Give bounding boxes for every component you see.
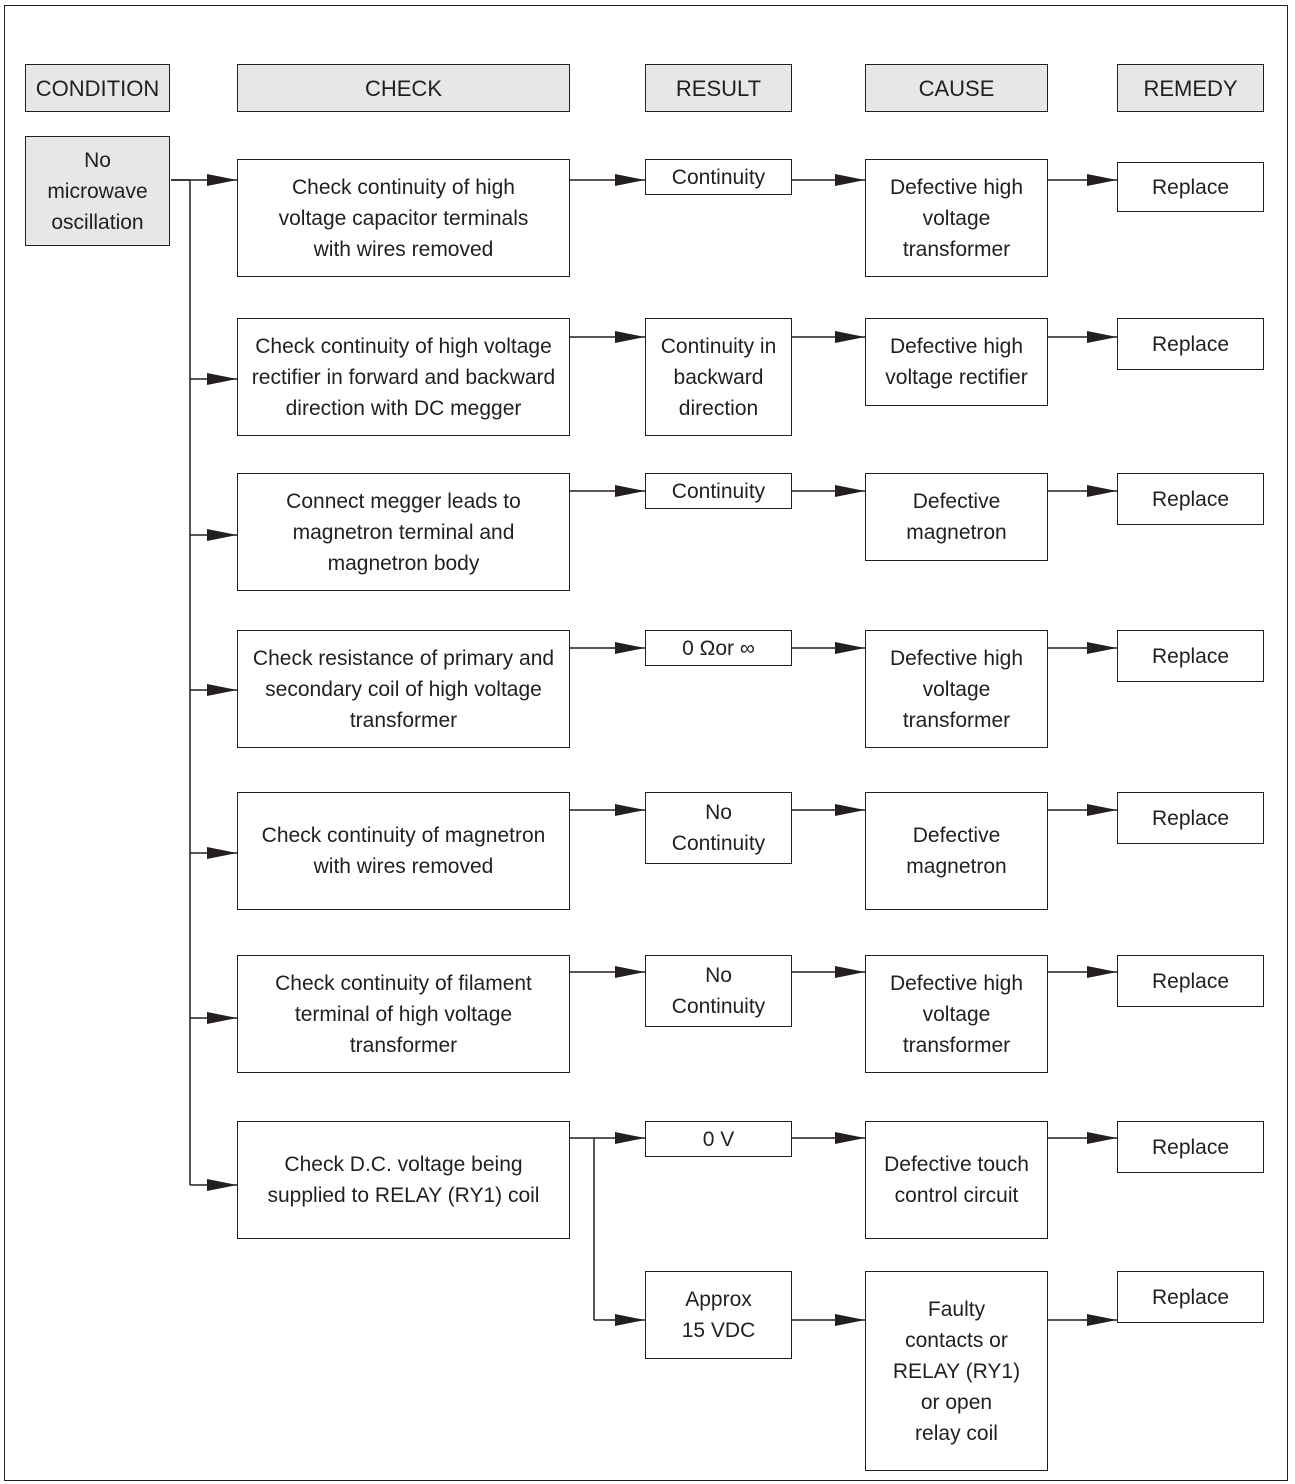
result-box-6: No Continuity <box>645 955 792 1027</box>
header-cause: CAUSE <box>865 64 1048 112</box>
remedy-box-6: Replace <box>1117 955 1264 1007</box>
result-box-3: Continuity <box>645 473 792 509</box>
check-box-3: Connect megger leads to magnetron termin… <box>237 473 570 591</box>
check-box-6: Check continuity of filament terminal of… <box>237 955 570 1073</box>
check-box-1: Check continuity of high voltage capacit… <box>237 159 570 277</box>
header-check: CHECK <box>237 64 570 112</box>
cause-box-8: Faulty contacts or RELAY (RY1) or open r… <box>865 1271 1048 1471</box>
remedy-box-3: Replace <box>1117 473 1264 525</box>
result-box-5: No Continuity <box>645 792 792 864</box>
check-box-4: Check resistance of primary and secondar… <box>237 630 570 748</box>
page-frame <box>4 5 1288 1481</box>
header-condition: CONDITION <box>25 64 170 112</box>
condition-box: No microwave oscillation <box>25 136 170 246</box>
remedy-box-2: Replace <box>1117 318 1264 370</box>
check-box-5: Check continuity of magnetron with wires… <box>237 792 570 910</box>
remedy-box-1: Replace <box>1117 162 1264 212</box>
remedy-box-7: Replace <box>1117 1121 1264 1173</box>
remedy-box-8: Replace <box>1117 1271 1264 1323</box>
remedy-box-5: Replace <box>1117 792 1264 844</box>
check-box-7: Check D.C. voltage being supplied to REL… <box>237 1121 570 1239</box>
header-remedy: REMEDY <box>1117 64 1264 112</box>
check-box-2: Check continuity of high voltage rectifi… <box>237 318 570 436</box>
cause-box-7: Defective touch control circuit <box>865 1121 1048 1239</box>
result-box-4: 0 Ωor ∞ <box>645 630 792 666</box>
result-box-8: Approx 15 VDC <box>645 1271 792 1359</box>
result-box-1: Continuity <box>645 159 792 195</box>
remedy-box-4: Replace <box>1117 630 1264 682</box>
cause-box-4: Defective high voltage transformer <box>865 630 1048 748</box>
cause-box-6: Defective high voltage transformer <box>865 955 1048 1073</box>
header-result: RESULT <box>645 64 792 112</box>
result-box-2: Continuity in backward direction <box>645 318 792 436</box>
cause-box-1: Defective high voltage transformer <box>865 159 1048 277</box>
result-box-7: 0 V <box>645 1121 792 1157</box>
cause-box-2: Defective high voltage rectifier <box>865 318 1048 406</box>
cause-box-5: Defective magnetron <box>865 792 1048 910</box>
cause-box-3: Defective magnetron <box>865 473 1048 561</box>
